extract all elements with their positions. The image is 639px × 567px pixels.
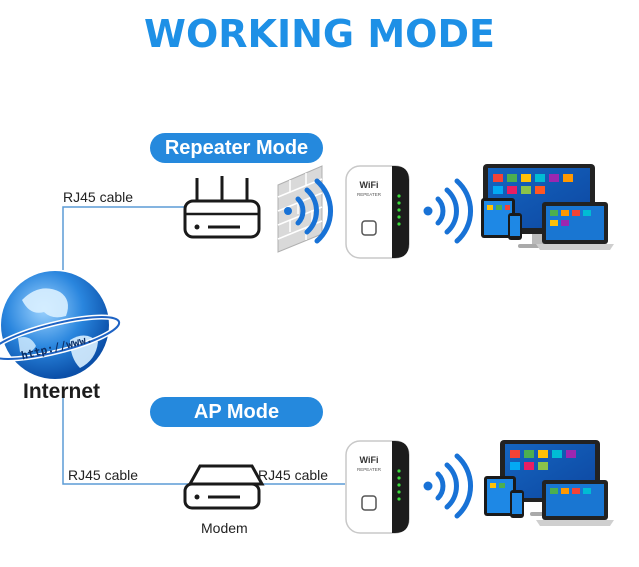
repeater-bottom-brand: WiFi bbox=[360, 455, 379, 465]
repeater-cable-label: RJ45 cable bbox=[63, 189, 134, 205]
repeater-bottom-subtext: REPEATER bbox=[357, 467, 382, 472]
ap-cable-line bbox=[62, 390, 190, 485]
internet-label: Internet bbox=[23, 380, 101, 403]
modem-icon bbox=[183, 464, 265, 510]
router-icon bbox=[183, 176, 261, 239]
wifi-repeater-top-icon: WiFi REPEATER bbox=[345, 165, 410, 259]
repeater-signal-wave-icon bbox=[423, 178, 473, 244]
repeater-top-subtext: REPEATER bbox=[357, 192, 382, 197]
cable-lines bbox=[62, 206, 345, 485]
repeater-mode-pill: Repeater Mode bbox=[150, 133, 323, 163]
ap-cable-right-label: RJ45 cable bbox=[258, 467, 329, 483]
internet-globe-icon: http://www. bbox=[0, 271, 122, 379]
repeater-top-brand: WiFi bbox=[360, 180, 379, 190]
wifi-repeater-bottom-icon: WiFi REPEATER bbox=[345, 440, 410, 534]
ap-signal-wave-icon bbox=[423, 453, 473, 519]
client-devices-bottom-icon bbox=[484, 440, 614, 526]
client-devices-top-icon bbox=[481, 164, 614, 250]
modem-label: Modem bbox=[201, 520, 248, 536]
ap-cable-left-label: RJ45 cable bbox=[68, 467, 139, 483]
wall-signal-wave-icon bbox=[284, 178, 333, 244]
repeater-cable-line bbox=[62, 206, 190, 270]
page-title: WORKING MODE bbox=[144, 12, 495, 56]
ap-mode-pill: AP Mode bbox=[150, 397, 323, 427]
